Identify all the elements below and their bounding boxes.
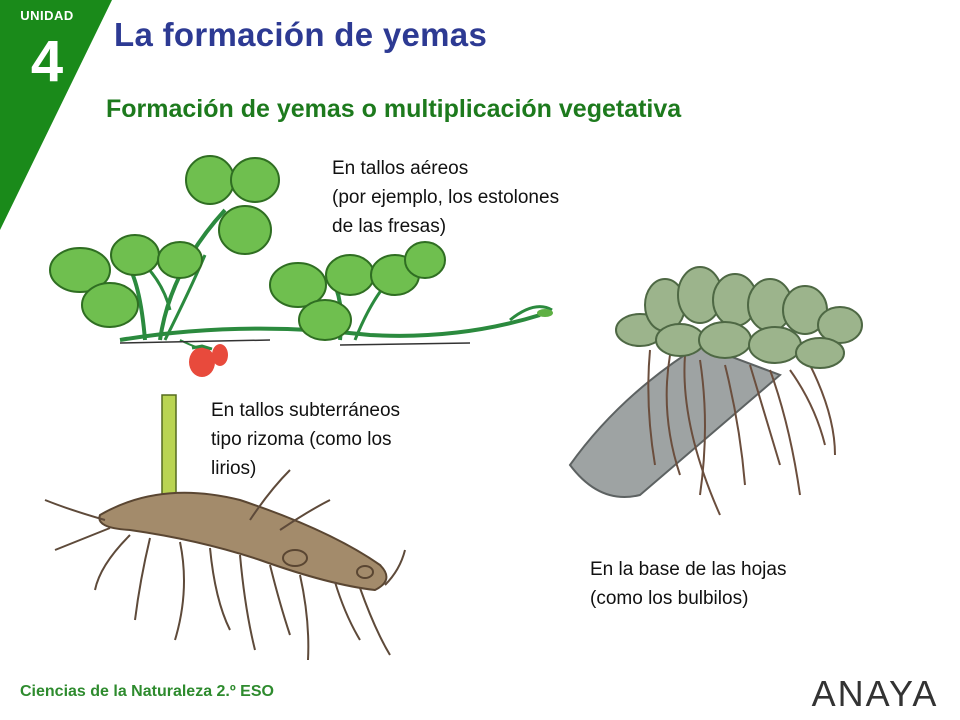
strawberry-stolon-illustration [49,155,553,377]
caption-base-hojas: En la base de las hojas (como los bulbil… [590,555,786,613]
caption-line: En tallos subterráneos [211,400,401,421]
unit-number: 4 [30,29,64,94]
caption-line: tipo rizoma (como los [211,429,392,450]
caption-tallos-aereos: En tallos aéreos (por ejemplo, los estol… [332,154,559,241]
unit-label: UNIDAD [20,8,74,23]
caption-line: (por ejemplo, los estolones [332,187,560,208]
rhizome-illustration [44,394,406,661]
bulbil-leaf-illustration [568,266,863,516]
caption-line: de las fresas) [332,216,447,237]
caption-line: En la base de las hojas [590,559,787,580]
footer-book-title: Ciencias de la Naturaleza 2.º ESO [20,683,274,700]
caption-line: lirios) [211,458,257,479]
publisher-name: ANAYA [812,673,939,712]
unit-badge [0,0,112,230]
publisher-logo: ANAYA [812,673,939,712]
caption-tallos-subterraneos: En tallos subterráneos tipo rizoma (como… [211,396,400,483]
caption-line: (como los bulbilos) [590,588,749,609]
caption-line: En tallos aéreos [332,158,469,179]
page-title: La formación de yemas [114,16,488,53]
section-subtitle: Formación de yemas o multiplicación vege… [106,95,682,123]
